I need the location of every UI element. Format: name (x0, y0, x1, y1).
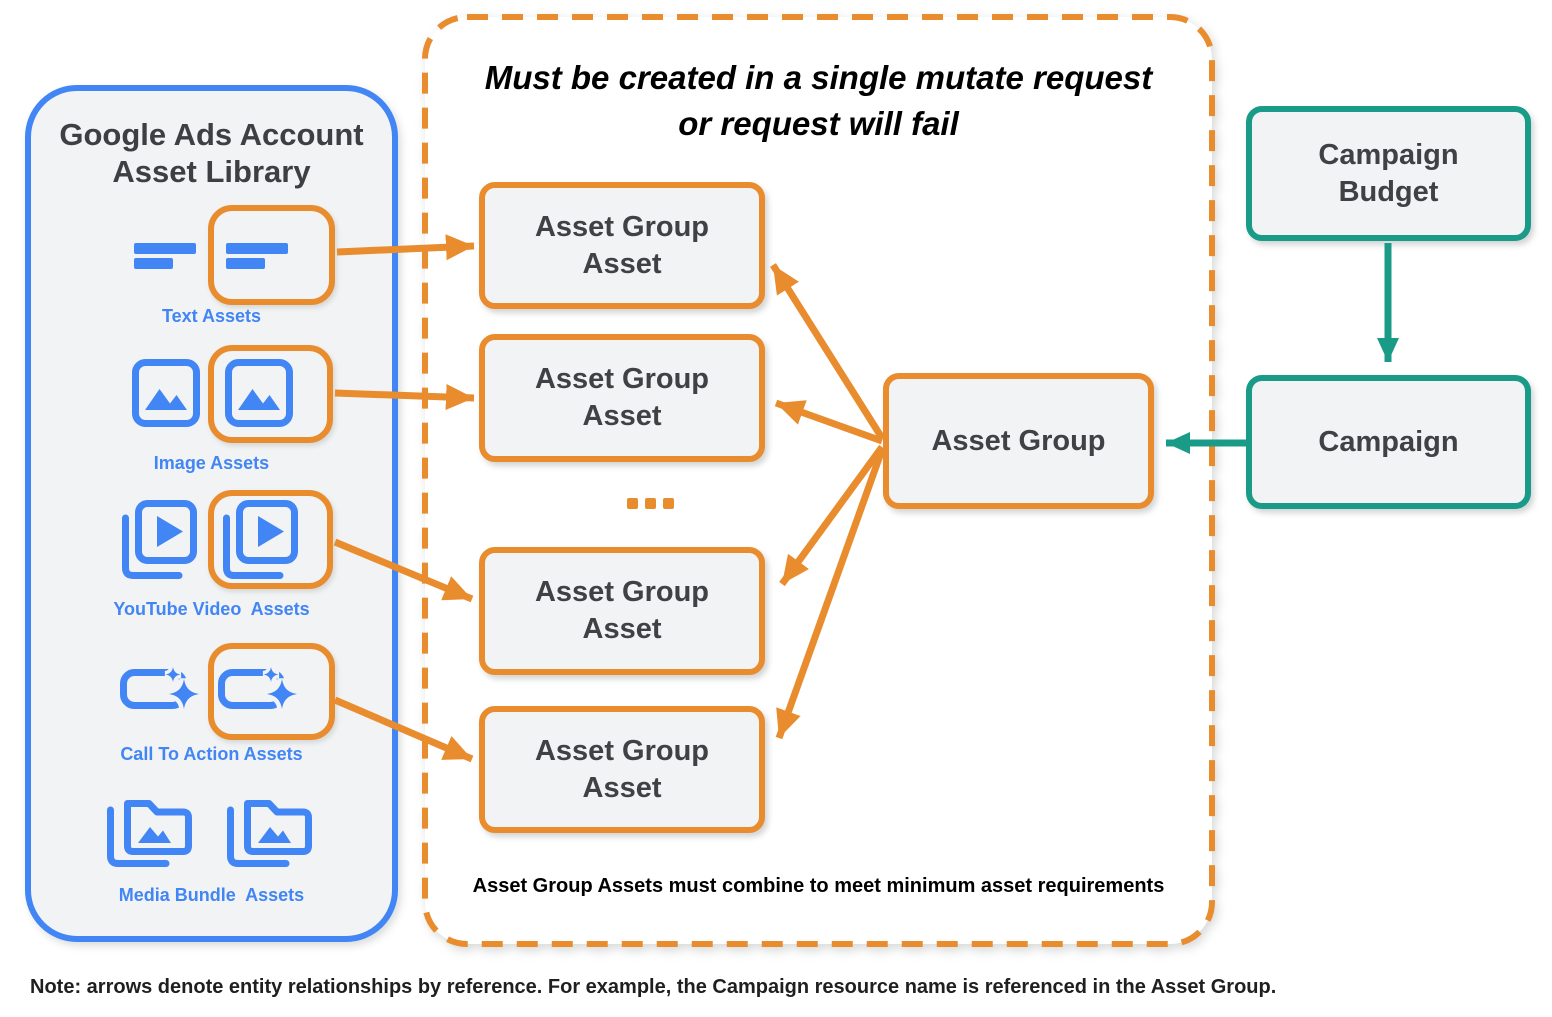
campaign-budget-box: Campaign Budget (1246, 106, 1531, 241)
mutate-panel-footnote: Asset Group Assets must combine to meet … (472, 875, 1165, 897)
ellipsis (627, 498, 674, 509)
image-asset-icon (225, 359, 293, 427)
note-text: Note: arrows denote entity relationships… (30, 976, 1277, 998)
media-bundle-asset-icon (222, 786, 314, 870)
image-asset-icon (132, 359, 200, 427)
asset-group-asset-box: Asset Group Asset (479, 547, 765, 675)
media-bundle-asset-icon (102, 786, 194, 870)
call-to-action-assets-label: Call To Action Assets (120, 744, 303, 764)
asset-group-asset-box: Asset Group Asset (479, 706, 765, 833)
asset-library-title: Google Ads Account Asset Library (59, 117, 364, 189)
text-asset-icon (226, 243, 290, 271)
image-assets-label: Image Assets (153, 453, 270, 473)
text-assets-label: Text Assets (161, 306, 262, 326)
asset-group-box: Asset Group (883, 373, 1154, 509)
youtube-video-asset-icon (117, 498, 197, 582)
mutate-panel-title: Must be created in a single mutate reque… (484, 59, 1153, 142)
media-bundle-assets-label: Media Bundle Assets (118, 885, 305, 905)
asset-group-asset-box: Asset Group Asset (479, 182, 765, 309)
text-asset-icon (134, 243, 198, 271)
selected-call-to-action-asset-outline (208, 643, 335, 740)
call-to-action-asset-icon (218, 663, 304, 717)
selected-image-asset-outline (208, 345, 333, 443)
selected-text-asset-outline (208, 205, 335, 305)
asset-group-asset-box: Asset Group Asset (479, 334, 765, 462)
call-to-action-asset-icon (120, 663, 206, 717)
campaign-box: Campaign (1246, 375, 1531, 509)
youtube-video-asset-icon (218, 498, 298, 582)
selected-youtube-video-asset-outline (208, 490, 333, 589)
youtube-video-assets-label: YouTube Video Assets (113, 599, 310, 619)
